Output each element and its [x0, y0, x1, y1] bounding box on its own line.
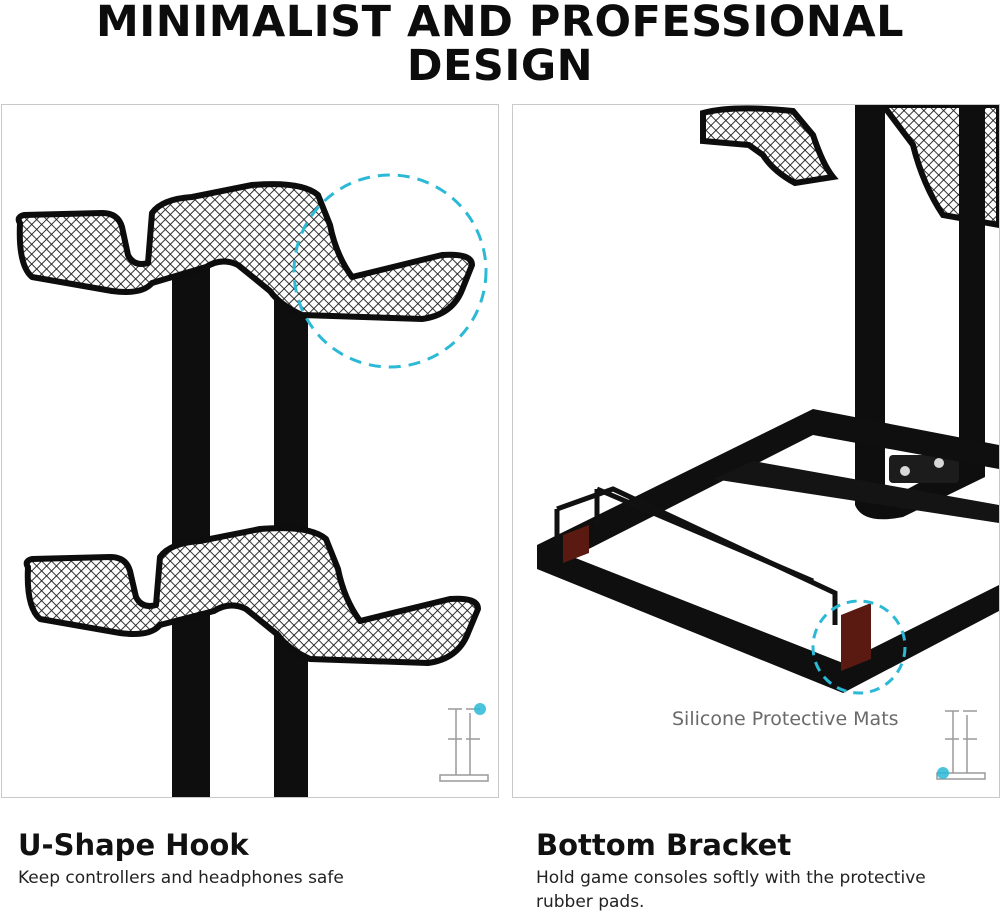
base-crossbar — [713, 461, 999, 523]
rubber-pad-back — [563, 525, 589, 563]
pad-callout-circle — [811, 599, 907, 695]
screw-icon — [934, 458, 944, 468]
bracket-title: Bottom Bracket — [536, 828, 792, 862]
bracket-description-line2: rubber pads. — [536, 892, 645, 912]
silicone-mats-label: Silicone Protective Mats — [672, 708, 899, 730]
hook-description: Keep controllers and headphones safe — [18, 868, 344, 888]
upper-hook — [15, 181, 475, 322]
screw-icon — [900, 466, 910, 476]
bracket-panel — [512, 104, 1000, 798]
rail-back — [594, 486, 814, 584]
headline: MINIMALIST AND PROFESSIONAL DESIGN — [95, 0, 905, 91]
stand-thumbnail — [936, 710, 986, 780]
left-pole — [172, 215, 210, 797]
hook-title: U-Shape Hook — [18, 828, 249, 862]
pole-right — [959, 105, 985, 461]
hook-callout-circle — [292, 173, 488, 369]
stand-thumbnail — [439, 703, 489, 782]
hook-stand-illustration — [15, 173, 489, 797]
base-frame — [537, 409, 999, 693]
lower-hook — [23, 525, 481, 666]
hook-panel — [1, 104, 499, 798]
rubber-pad-front — [841, 603, 871, 671]
top-hook-left — [700, 105, 839, 187]
bracket-description-line1: Hold game consoles softly with the prote… — [536, 868, 926, 888]
bracket-illustration — [537, 105, 999, 780]
